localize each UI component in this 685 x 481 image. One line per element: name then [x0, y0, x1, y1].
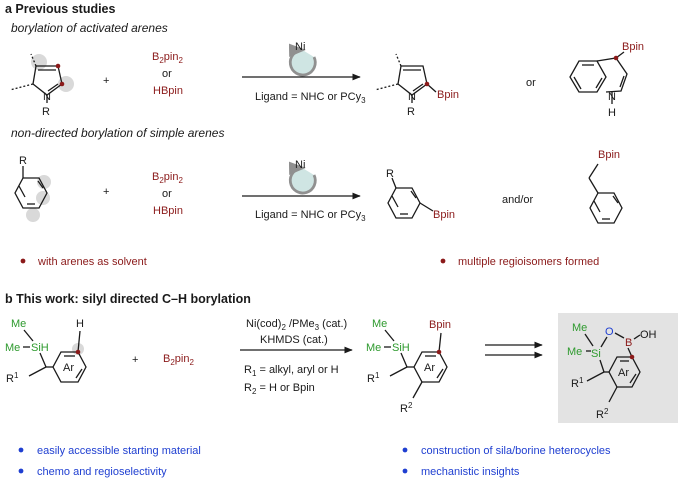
product-r2: R2: [400, 401, 413, 415]
plus-sign-2: +: [103, 186, 109, 198]
box-me-left: Me: [567, 346, 582, 358]
product-me-left: Me: [366, 342, 381, 354]
product-bpin: Bpin: [429, 319, 451, 331]
borylated-silyl-arene: [384, 329, 448, 399]
product-r1: R1: [367, 371, 380, 385]
bullet-dot-icon: [440, 258, 446, 264]
indole-n-label: N: [608, 91, 616, 103]
reactant-me-left: Me: [5, 342, 20, 354]
product-n-label: N: [408, 91, 416, 103]
plus-sign: +: [103, 75, 109, 87]
indole-bpin-label: Bpin: [622, 41, 644, 53]
product-r-label: R: [407, 106, 415, 118]
reaction-arrow-icon: [485, 341, 543, 359]
subheading-activated-arenes: borylation of activated arenes: [11, 21, 168, 35]
box-oh: OH: [640, 329, 657, 341]
bullet-arenes-solvent: with arenes as solvent: [37, 256, 147, 268]
catalyst-label-2: Ni: [295, 159, 305, 171]
bullet-dot-icon: [402, 468, 408, 474]
silyl-arene-reactant: [23, 329, 87, 383]
indole-h-label: H: [608, 107, 616, 119]
ligand-condition-2: Ligand = NHC or PCy3: [255, 209, 366, 223]
condition-catalyst: Ni(cod)2 /PMe3 (cat.): [246, 318, 347, 332]
product-me-top: Me: [372, 318, 387, 330]
box-ar: Ar: [618, 367, 629, 379]
hbpin-reagent: HBpin: [153, 85, 183, 97]
box-me-top: Me: [572, 322, 587, 334]
plus-sign-b: +: [132, 354, 138, 366]
catalyst-cycle-icon: [288, 161, 317, 195]
reactant-h: H: [76, 318, 84, 330]
pyrrole-r-label: R: [42, 106, 50, 118]
reactant-me-top: Me: [11, 318, 26, 330]
sila-borine-heterocycle: [584, 332, 641, 403]
benzyl-bpin-label: Bpin: [598, 149, 620, 161]
or-label: or: [162, 68, 172, 80]
aryl-bpin-label: Bpin: [433, 209, 455, 221]
catalyst-cycle-icon: [288, 43, 317, 77]
section-b-heading: b This work: silyl directed C–H borylati…: [5, 292, 251, 306]
reactant-r1: R1: [6, 371, 19, 385]
product-bpin-label: Bpin: [437, 89, 459, 101]
bullet-regioisomers: multiple regioisomers formed: [458, 256, 599, 268]
b2pin2-reagent-b: B2pin2: [163, 353, 194, 367]
borylated-pyrrole-product: [374, 53, 437, 103]
condition-base: KHMDS (cat.): [260, 334, 328, 346]
bullet-starting-material: easily accessible starting material: [37, 445, 201, 457]
and-or-label: and/or: [502, 194, 534, 206]
or-label-2: or: [162, 188, 172, 200]
benzene-r-label: R: [19, 155, 27, 167]
subheading-simple-arenes: non-directed borylation of simple arenes: [11, 126, 224, 140]
reactant-sih: SiH: [31, 342, 49, 354]
pyrrole-reactant: [9, 53, 74, 103]
aryl-bpin-product: [387, 177, 434, 219]
condition-r2: R2 = H or Bpin: [244, 382, 315, 396]
bullet-selectivity: chemo and regioselectivity: [37, 466, 167, 478]
hbpin-reagent-2: HBpin: [153, 205, 183, 217]
box-si: Si: [591, 348, 601, 360]
box-o: O: [605, 326, 614, 338]
benzene-reactant: [14, 166, 51, 222]
bullet-dot-icon: [18, 468, 24, 474]
b2pin2-reagent: B2pin2: [152, 51, 183, 65]
product-sih: SiH: [392, 342, 410, 354]
b2pin2-reagent-2: B2pin2: [152, 171, 183, 185]
condition-r1: R1 = alkyl, aryl or H: [244, 364, 339, 378]
or-between-products: or: [526, 77, 536, 89]
product-ar: Ar: [424, 362, 435, 374]
section-a-heading: a Previous studies: [5, 2, 116, 16]
product-r-label-2: R: [386, 168, 394, 180]
catalyst-label: Ni: [295, 41, 305, 53]
bullet-dot-icon: [18, 447, 24, 453]
borylated-indole: [569, 51, 628, 104]
heterocycle-highlight-box: [558, 313, 678, 423]
ligand-condition: Ligand = NHC or PCy3: [255, 91, 366, 105]
box-b: B: [625, 337, 632, 349]
reactant-ar: Ar: [63, 362, 74, 374]
bullet-heterocycles: construction of sila/borine heterocycles: [421, 445, 611, 457]
bullet-mechanistic: mechanistic insights: [421, 466, 520, 478]
bullet-dot-icon: [402, 447, 408, 453]
bullet-dot-icon: [20, 258, 26, 264]
benzyl-bpin-product: [588, 163, 623, 224]
pyrrole-n-label: N: [43, 91, 51, 103]
